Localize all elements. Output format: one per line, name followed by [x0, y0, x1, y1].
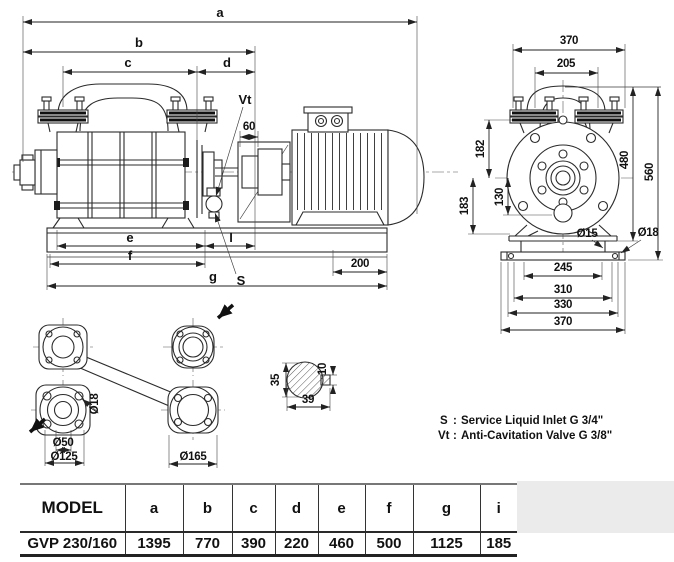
cell-g: 1125: [412, 532, 480, 555]
dim-205-label: 205: [557, 58, 576, 70]
dim-35-label: 35: [270, 373, 282, 386]
header-c: c: [231, 484, 275, 532]
s-callout-label: S: [237, 273, 246, 288]
cell-model: GVP 230/160: [27, 534, 118, 552]
motor-foot: [295, 211, 385, 226]
header-e: e: [317, 484, 365, 532]
bearing-housing-left: [13, 149, 58, 195]
motor-side: [291, 106, 425, 226]
cell-b: 770: [182, 532, 232, 555]
flange-top-right: [171, 325, 215, 369]
dim-370-bottom-label: 370: [554, 316, 572, 328]
table-header-row: MODEL a b c d e f g i: [20, 484, 517, 532]
note-s-colon: :: [453, 415, 457, 427]
top-vent-plug: [558, 115, 568, 125]
header-i: i: [479, 484, 517, 532]
pump-casing-side: [52, 131, 195, 229]
cell-c: 390: [231, 532, 275, 555]
dim-g-label: g: [209, 269, 217, 284]
flow-arrow-icon: [28, 417, 47, 434]
dim-39-label: 39: [302, 394, 314, 406]
dim-l-label: l: [229, 230, 233, 245]
note-vt-colon: :: [453, 430, 457, 442]
dim-130-label: 130: [494, 188, 506, 206]
header-model: MODEL: [41, 498, 103, 517]
coupling-guard: [215, 141, 291, 223]
dim-560-label: 560: [644, 163, 656, 181]
dim-e-label: e: [126, 230, 133, 245]
cell-a: 1395: [124, 532, 183, 555]
side-view: a b c d 60 Vt e l f: [12, 5, 458, 290]
dim-corner-hole-label: Ø18: [638, 227, 660, 239]
dim-bolt-circle-label: Ø125: [51, 451, 79, 463]
pump-casing-front: [506, 115, 620, 235]
drawing-notes: S : Service Liquid Inlet G 3/4" Vt : Ant…: [438, 415, 612, 442]
table-row: GVP 230/160 1395 770 390 220 460 500 112…: [20, 532, 517, 555]
vt-callout-label: Vt: [239, 92, 253, 107]
anti-cavitation-valve: [205, 187, 223, 219]
shaft-section: 35 10 39: [270, 361, 337, 411]
flange-bottom-left: [35, 384, 91, 436]
dim-bolt-hole-label: Ø18: [89, 393, 101, 415]
flange-bottom-right: [167, 386, 219, 434]
header-d: d: [274, 484, 318, 532]
shaft-key: [320, 374, 331, 386]
dim-b-label: b: [135, 35, 143, 50]
header-f: f: [364, 484, 413, 532]
note-vt-text: Anti-Cavitation Valve G 3/8": [461, 430, 612, 442]
header-g: g: [412, 484, 480, 532]
dim-60-label: 60: [243, 121, 255, 133]
s-leader-line: [214, 212, 237, 275]
dimension-table: MODEL a b c d e f g i GVP 230/160 1395 7…: [20, 483, 517, 557]
note-s-label: S: [440, 415, 448, 427]
header-a: a: [124, 484, 183, 532]
scan-shade-artifact: [517, 481, 674, 533]
side-view-dimensions: a b c d 60 Vt e l f: [22, 5, 418, 290]
dim-245-label: 245: [554, 262, 573, 274]
port-flange-front-left: [509, 96, 559, 134]
port-flange-front-right: [574, 96, 624, 134]
dim-310-label: 310: [554, 284, 572, 296]
flow-arrow-icon: [216, 303, 235, 320]
dim-370-top-label: 370: [560, 35, 578, 47]
dim-200-label: 200: [351, 258, 369, 270]
dim-183-label: 183: [459, 197, 471, 215]
drain-port: [553, 203, 573, 223]
note-vt-label: Vt: [438, 430, 450, 442]
baseplate-side: [46, 227, 388, 258]
cable-gland-icon: [314, 114, 328, 128]
flange-detail: Ø18 Ø50 Ø125 Ø165: [28, 303, 235, 468]
dim-flange-od-label: Ø165: [180, 451, 208, 463]
dim-slot-label: Ø15: [577, 228, 599, 240]
cell-f: 500: [364, 532, 413, 555]
dim-c-label: c: [124, 55, 131, 70]
dim-182-label: 182: [475, 140, 487, 158]
cell-d: 220: [274, 532, 318, 555]
dim-f-label: f: [128, 248, 133, 263]
cell-i: 185: [479, 532, 517, 555]
cable-gland-icon: [330, 114, 344, 128]
dim-330-label: 330: [554, 299, 572, 311]
flange-top-left: [38, 324, 88, 370]
vt-leader-line: [215, 106, 244, 197]
dim-d-label: d: [223, 55, 231, 70]
dim-10-label: 10: [317, 363, 329, 375]
note-s-text: Service Liquid Inlet G 3/4": [461, 415, 603, 427]
front-view: 370 205 182 183 130 480 560 Ø15 Ø18: [459, 35, 663, 334]
suction-flange-side: [37, 96, 89, 133]
cell-e: 460: [317, 532, 365, 555]
dim-bore-label: Ø50: [53, 437, 74, 449]
dim-480-label: 480: [619, 151, 631, 169]
discharge-flange-side: [166, 96, 218, 133]
front-view-dimensions: 370 205 182 183 130 480 560 Ø15 Ø18: [459, 35, 663, 334]
dim-a-label: a: [216, 5, 224, 20]
header-b: b: [182, 484, 232, 532]
